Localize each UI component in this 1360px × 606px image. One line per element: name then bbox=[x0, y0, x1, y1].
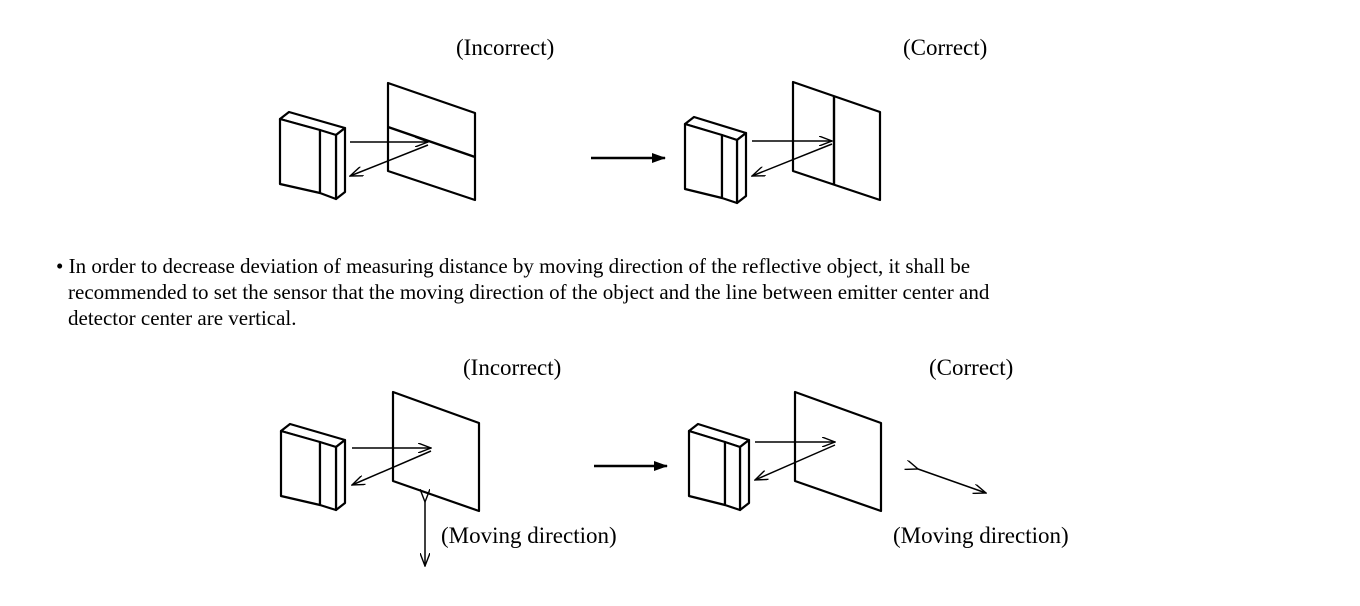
top-correct-label: (Correct) bbox=[903, 35, 988, 60]
bottom-correct-reflector-panel bbox=[793, 390, 883, 513]
top-incorrect-light-path bbox=[350, 142, 428, 176]
top-incorrect-label: (Incorrect) bbox=[456, 35, 555, 60]
note-line-3: detector center are vertical. bbox=[68, 306, 297, 330]
bottom-incorrect-label: (Incorrect) bbox=[463, 355, 562, 380]
bottom-correct-sensor-icon bbox=[687, 422, 751, 512]
diagonal-moving-direction-arrow-icon bbox=[918, 469, 986, 493]
bottom-correct-label: (Correct) bbox=[929, 355, 1014, 380]
top-incorrect-sensor-icon bbox=[278, 110, 347, 201]
bottom-incorrect-sensor-icon bbox=[279, 422, 347, 512]
note-line-1: • In order to decrease deviation of meas… bbox=[56, 254, 971, 278]
moving-direction-label-right: (Moving direction) bbox=[893, 523, 1069, 548]
top-incorrect-reflector-panel bbox=[386, 81, 477, 202]
moving-direction-label-left: (Moving direction) bbox=[441, 523, 617, 548]
recommendation-note: • In order to decrease deviation of meas… bbox=[56, 253, 1316, 331]
top-correct-sensor-icon bbox=[683, 115, 748, 205]
bottom-incorrect-reflector-panel bbox=[391, 390, 481, 513]
bullet-icon: • bbox=[56, 254, 64, 278]
top-correct-light-path bbox=[752, 141, 832, 176]
bottom-correct-light-path bbox=[755, 442, 835, 480]
note-line-2: recommended to set the sensor that the m… bbox=[68, 280, 990, 304]
bottom-incorrect-light-path bbox=[352, 448, 431, 485]
